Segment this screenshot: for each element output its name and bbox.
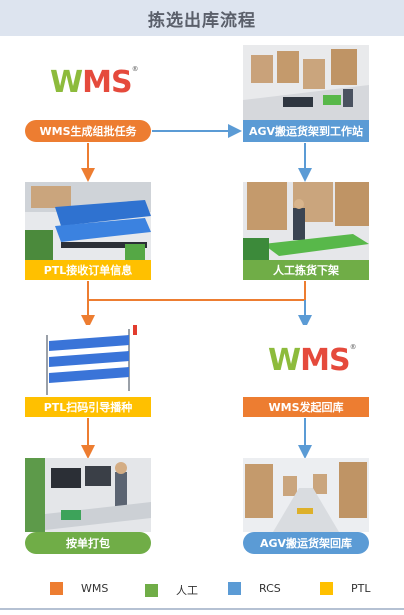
page-title: 拣选出库流程	[148, 10, 256, 31]
node-wms-return: WMS发起回库	[243, 397, 369, 417]
legend-swatch-manual	[145, 583, 158, 597]
node-agv-return: AGV搬运货架回库	[243, 532, 369, 554]
legend-swatch-ptl	[320, 582, 333, 595]
bottom-divider	[0, 608, 404, 610]
legend: WMS 人工 RCS PTL	[0, 582, 404, 598]
legend-label-ptl: PTL	[351, 582, 371, 595]
ptl-shelf-image	[25, 182, 151, 260]
legend-item-manual: 人工	[145, 582, 198, 598]
ptl-rack-image	[25, 325, 151, 397]
agv-warehouse-image	[243, 45, 369, 120]
legend-label-wms: WMS	[81, 582, 109, 595]
packing-station-image	[25, 458, 151, 532]
node-agv-to-station: AGV搬运货架到工作站	[243, 120, 369, 142]
agv-return-image	[243, 458, 369, 532]
legend-item-rcs: RCS	[228, 582, 281, 595]
wms-logo-image: WMS®	[25, 45, 151, 120]
node-wms-create-batch: WMS生成组批任务	[25, 120, 151, 142]
manual-pick-image	[243, 182, 369, 260]
node-ptl-receive-order: PTL接收订单信息	[25, 260, 151, 280]
legend-label-rcs: RCS	[259, 582, 281, 595]
title-bar: 拣选出库流程	[0, 0, 404, 36]
node-manual-pick: 人工拣货下架	[243, 260, 369, 280]
node-pack-by-order: 按单打包	[25, 532, 151, 554]
legend-swatch-wms	[50, 582, 63, 595]
legend-item-wms: WMS	[50, 582, 108, 595]
legend-item-ptl: PTL	[320, 582, 370, 595]
node-ptl-scan-sort: PTL扫码引导播种	[25, 397, 151, 417]
legend-swatch-rcs	[228, 582, 241, 595]
legend-label-manual: 人工	[176, 584, 198, 597]
wms-logo-image-2: WMS®	[243, 325, 369, 397]
